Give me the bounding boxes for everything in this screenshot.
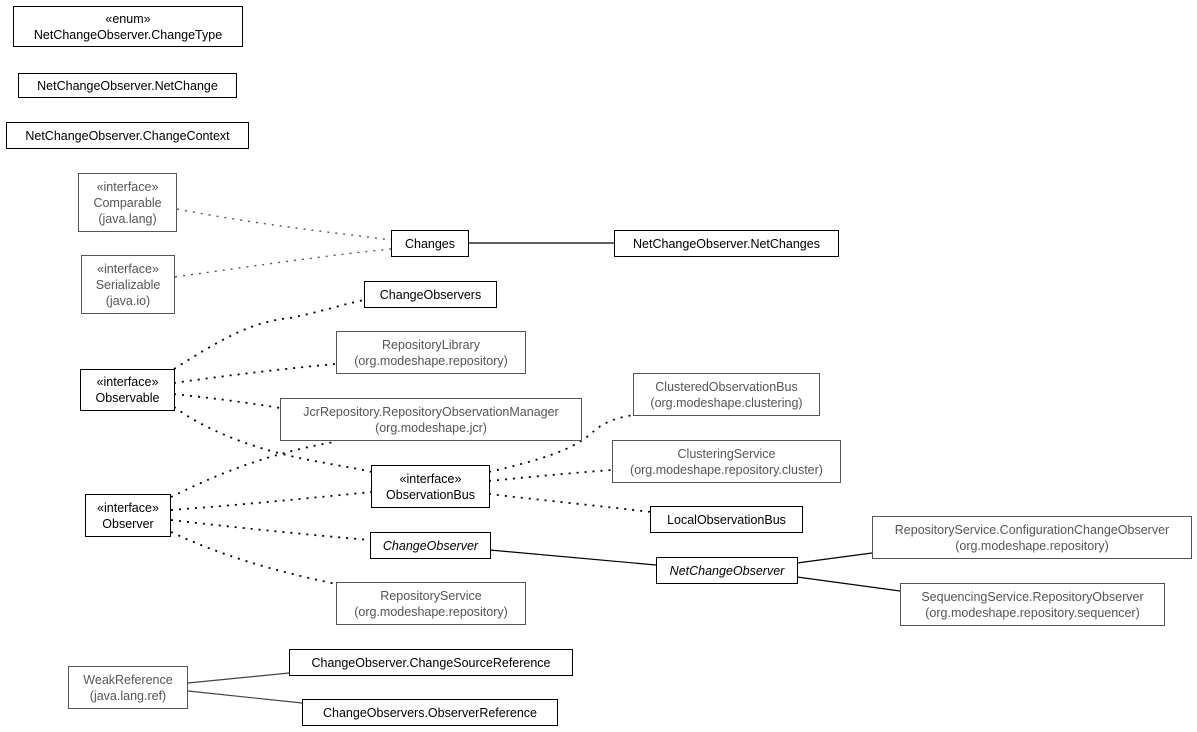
edge-observer-observationbus: [170, 491, 373, 511]
class-name: JcrRepository.RepositoryObservationManag…: [303, 404, 559, 419]
class-observer-reference[interactable]: ChangeObservers.ObserverReference: [302, 699, 558, 726]
edge-observationbus-clusteredbus: [488, 413, 653, 473]
class-name: NetChangeObserver.NetChanges: [633, 236, 820, 251]
class-name: Observable: [95, 391, 160, 405]
package-label: (java.lang): [98, 211, 157, 226]
edge-observer-changeobserver: [170, 519, 371, 541]
class-name: Observer: [102, 516, 154, 531]
stereotype-label: «interface»: [96, 375, 159, 389]
class-name: LocalObservationBus: [667, 512, 786, 527]
class-net-change-observer-change-type[interactable]: «enum» NetChangeObserver.ChangeType: [13, 6, 243, 47]
edge-observer-jcrobsmanager: [170, 441, 335, 498]
class-name: WeakReference: [83, 672, 173, 687]
class-net-change-observer-change-context[interactable]: NetChangeObserver.ChangeContext: [6, 122, 249, 149]
class-name: NetChangeObserver.ChangeType: [33, 27, 223, 42]
edge-observable-jcrobsmanager: [173, 393, 281, 409]
interface-comparable[interactable]: «interface» Comparable (java.lang): [78, 173, 177, 232]
package-label: (org.modeshape.repository): [354, 353, 508, 368]
class-name: RepositoryService.ConfigurationChangeObs…: [894, 522, 1170, 537]
interface-observer[interactable]: «interface» Observer: [85, 494, 171, 537]
edge-serializable-changes: [174, 248, 392, 278]
class-name: ChangeObservers: [379, 287, 482, 302]
class-name: NetChangeObserver.ChangeContext: [25, 128, 230, 143]
package-label: (org.modeshape.jcr): [375, 420, 487, 435]
interface-serializable[interactable]: «interface» Serializable (java.io): [81, 255, 175, 314]
edge-observationbus-localbus: [488, 493, 652, 513]
edge-netchangeobserver-configobserver: [796, 552, 873, 564]
abstract-class-change-observer[interactable]: ChangeObserver: [370, 532, 491, 559]
edge-weakreference-observerref: [187, 690, 303, 704]
class-clustered-observation-bus[interactable]: ClusteredObservationBus (org.modeshape.c…: [633, 373, 820, 416]
package-label: (org.modeshape.repository.sequencer): [925, 605, 1140, 620]
class-local-observation-bus[interactable]: LocalObservationBus: [650, 506, 803, 533]
class-name: Comparable: [93, 195, 162, 210]
class-sequencing-repository-observer[interactable]: SequencingService.RepositoryObserver (or…: [900, 583, 1165, 626]
stereotype-label: «interface»: [97, 500, 159, 515]
class-name: RepositoryLibrary: [382, 337, 480, 352]
class-change-source-reference[interactable]: ChangeObserver.ChangeSourceReference: [289, 649, 573, 676]
class-clustering-service[interactable]: ClusteringService (org.modeshape.reposit…: [612, 440, 841, 483]
edge-observable-repositorylibrary: [173, 363, 337, 384]
class-name: RepositoryService: [380, 588, 482, 603]
class-repository-service[interactable]: RepositoryService (org.modeshape.reposit…: [336, 582, 526, 625]
abstract-class-net-change-observer[interactable]: NetChangeObserver: [656, 557, 798, 584]
stereotype-label: «enum»: [105, 11, 151, 26]
edge-weakreference-sourceref: [187, 672, 290, 684]
package-label: (org.modeshape.repository): [955, 538, 1109, 553]
class-net-change-observer-net-changes[interactable]: NetChangeObserver.NetChanges: [614, 230, 839, 257]
edge-comparable-changes: [176, 208, 392, 241]
edge-observable-observationbus: [173, 406, 373, 473]
class-name: SequencingService.RepositoryObserver: [921, 589, 1144, 604]
package-label: (org.modeshape.repository.cluster): [630, 462, 823, 477]
class-name: ChangeObservers.ObserverReference: [323, 705, 537, 720]
package-label: (org.modeshape.clustering): [650, 395, 803, 410]
package-label: (org.modeshape.repository): [354, 604, 508, 619]
class-name: Changes: [404, 236, 456, 251]
class-name: NetChangeObserver.NetChange: [37, 78, 218, 93]
class-name: ClusteringService: [677, 446, 776, 461]
stereotype-label: «interface»: [97, 261, 159, 276]
stereotype-label: «interface»: [96, 179, 159, 194]
edge-changeobserver-netchangeobserver: [489, 549, 657, 566]
stereotype-label: «interface»: [399, 471, 462, 486]
edge-netchangeobserver-seqobserver: [796, 576, 901, 592]
class-name: NetChangeObserver: [669, 563, 785, 578]
edge-observer-repositoryservice: [170, 531, 337, 585]
class-repository-library[interactable]: RepositoryLibrary (org.modeshape.reposit…: [336, 331, 526, 374]
class-name: ObservationBus: [386, 487, 475, 502]
class-name: ChangeObserver: [382, 538, 479, 553]
package-label: (java.lang.ref): [89, 688, 167, 703]
class-weak-reference[interactable]: WeakReference (java.lang.ref): [68, 666, 188, 709]
class-changes[interactable]: Changes: [391, 230, 469, 257]
edge-observationbus-clusteringservice: [488, 469, 613, 482]
class-change-observers[interactable]: ChangeObservers: [364, 281, 497, 308]
class-jcr-repository-observation-manager[interactable]: JcrRepository.RepositoryObservationManag…: [280, 398, 582, 441]
interface-observation-bus[interactable]: «interface» ObservationBus: [371, 465, 490, 508]
class-net-change-observer-net-change[interactable]: NetChangeObserver.NetChange: [18, 73, 237, 98]
interface-observable[interactable]: «interface» Observable: [80, 369, 175, 411]
class-name: ClusteredObservationBus: [655, 379, 798, 394]
class-configuration-change-observer[interactable]: RepositoryService.ConfigurationChangeObs…: [872, 516, 1192, 559]
class-name: Serializable: [95, 277, 161, 292]
class-name: ChangeObserver.ChangeSourceReference: [311, 655, 551, 670]
package-label: (java.io): [105, 293, 151, 308]
